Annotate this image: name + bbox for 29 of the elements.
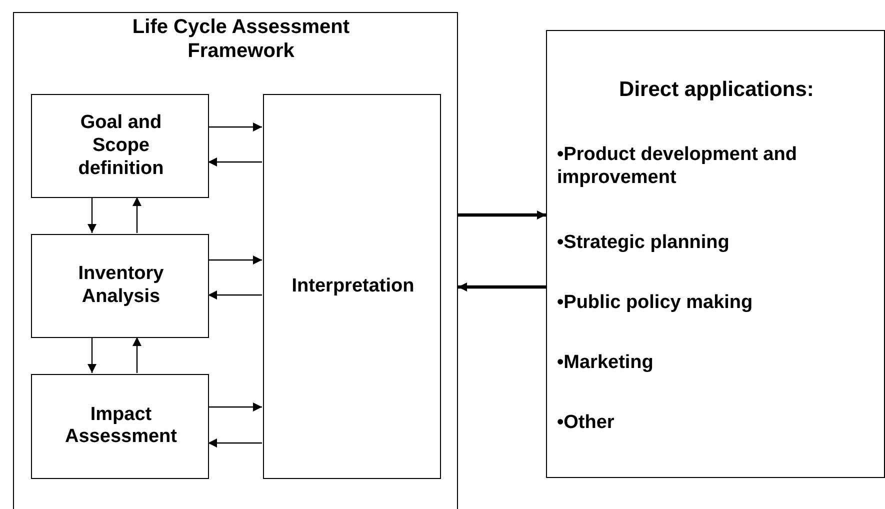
framework-box <box>13 12 458 509</box>
arrow <box>208 122 262 132</box>
arrow <box>132 337 142 373</box>
process-box <box>263 94 441 479</box>
heading: Life Cycle Assessment Framework <box>131 15 351 63</box>
list-item: •Product development and improvement <box>557 144 798 190</box>
arrow <box>208 158 262 166</box>
list-item: •Public policy making <box>557 292 754 315</box>
arrow <box>208 402 262 412</box>
arrow <box>208 438 262 448</box>
box-label: Impact Assessment <box>64 404 178 450</box>
arrow <box>208 290 262 300</box>
arrow <box>458 210 546 220</box>
arrow <box>458 282 546 292</box>
process-box <box>31 234 209 338</box>
process-box <box>31 374 209 479</box>
arrow <box>208 256 262 264</box>
arrow <box>88 197 96 233</box>
list-item: •Strategic planning <box>557 232 730 255</box>
applications-box <box>546 30 885 478</box>
box-label: Interpretation <box>290 275 416 298</box>
list-item: •Other <box>557 412 616 435</box>
heading: Direct applications: <box>618 77 815 102</box>
arrow <box>88 337 96 373</box>
arrow <box>132 197 142 233</box>
process-box <box>31 94 209 198</box>
list-item: •Marketing <box>557 352 654 375</box>
box-label: Goal and Scope definition <box>77 112 165 180</box>
box-label: Inventory Analysis <box>77 263 165 309</box>
